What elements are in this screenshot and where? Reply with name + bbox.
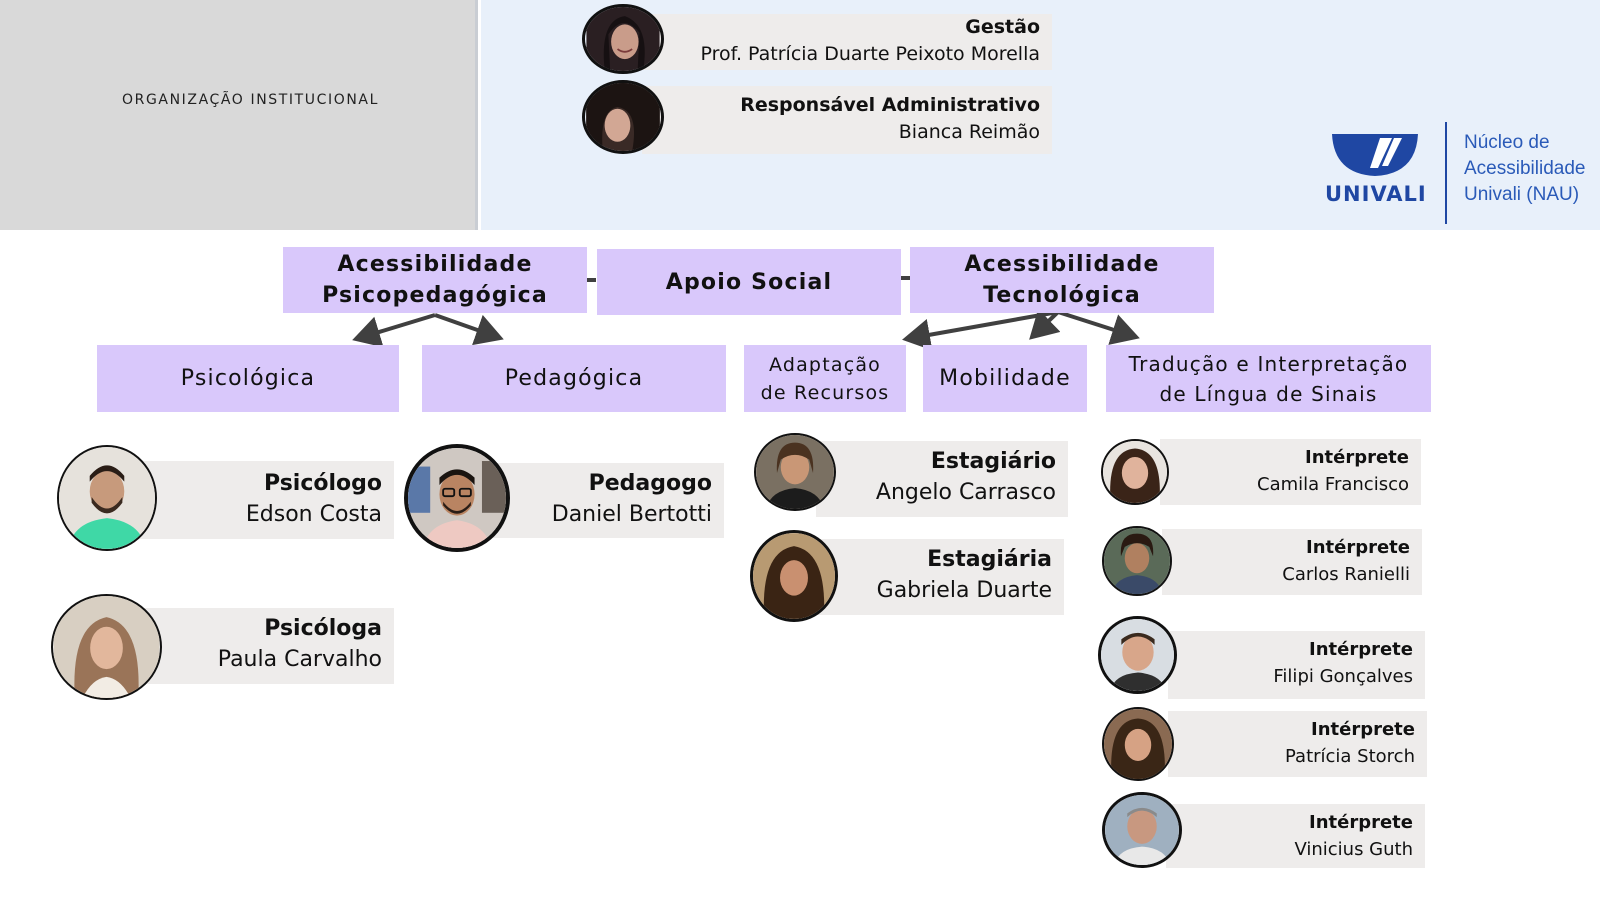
person-role: Intérprete — [1309, 812, 1413, 833]
logo-divider — [1445, 122, 1447, 224]
avatar-vinicius-guth — [1102, 792, 1182, 868]
person-role: Intérprete — [1311, 719, 1415, 740]
person-name: Angelo Carrasco — [875, 480, 1056, 505]
category-label: de Língua de Sinais — [1159, 381, 1378, 406]
category-label: Pedagógica — [504, 365, 644, 391]
category-label: de Recursos — [760, 381, 890, 404]
person-card-angelo-carrasco: Estagiário Angelo Carrasco — [816, 441, 1068, 517]
leader-role: Gestão — [965, 16, 1040, 38]
category-mobilidade: Mobilidade — [923, 345, 1087, 412]
nau-line-3: Univali (NAU) — [1464, 184, 1580, 205]
category-label: Psicológica — [180, 365, 316, 391]
leader-card-gestao: Gestão Prof. Patrícia Duarte Peixoto Mor… — [642, 14, 1052, 70]
avatar-filipi-goncalves — [1098, 616, 1177, 694]
person-name: Gabriela Duarte — [876, 578, 1052, 603]
person-card-paula-carvalho: Psicóloga Paula Carvalho — [118, 608, 394, 684]
nau-line-1: Núcleo de — [1464, 132, 1550, 153]
univali-emblem-icon — [1332, 134, 1418, 176]
category-apoio-social: Apoio Social — [597, 249, 901, 315]
person-card-filipi-goncalves: Intérprete Filipi Gonçalves — [1168, 631, 1425, 699]
person-card-edson-costa: Psicólogo Edson Costa — [118, 461, 394, 539]
category-label: Acessibilidade — [337, 252, 533, 277]
person-card-carlos-ranielli: Intérprete Carlos Ranielli — [1162, 529, 1422, 595]
avatar-patricia-storch — [1102, 707, 1174, 781]
avatar-patricia-morella — [582, 4, 664, 74]
person-role: Psicólogo — [263, 471, 382, 496]
category-label: Adaptação — [768, 353, 882, 376]
nau-line-2: Acessibilidade — [1464, 158, 1586, 179]
person-role: Intérprete — [1306, 537, 1410, 558]
person-role: Intérprete — [1309, 639, 1413, 660]
avatar-camila-francisco — [1101, 439, 1169, 505]
leader-name: Bianca Reimão — [898, 121, 1040, 143]
category-label: Mobilidade — [939, 365, 1071, 391]
person-role: Pedagogo — [588, 471, 712, 496]
avatar-edson-costa — [57, 445, 157, 551]
person-card-camila-francisco: Intérprete Camila Francisco — [1160, 439, 1421, 505]
category-psicologica: Psicológica — [97, 345, 399, 412]
univali-logo: UNIVALI Núcleo de Acessibilidade Univali… — [1320, 120, 1600, 230]
person-role: Estagiária — [927, 547, 1052, 572]
person-card-vinicius-guth: Intérprete Vinicius Guth — [1166, 804, 1425, 868]
leader-card-administrativo: Responsável Administrativo Bianca Reimão — [642, 86, 1052, 154]
category-label: Psicopedagógica — [322, 283, 548, 308]
person-role: Estagiário — [930, 449, 1056, 474]
category-adaptacao-recursos: Adaptação de Recursos — [744, 345, 906, 412]
person-name: Filipi Gonçalves — [1273, 666, 1413, 687]
person-name: Daniel Bertotti — [551, 502, 712, 527]
avatar-paula-carvalho — [51, 594, 162, 700]
header-left-panel: ORGANIZAÇÃO INSTITUCIONAL — [0, 0, 478, 230]
person-card-patricia-storch: Intérprete Patrícia Storch — [1168, 711, 1427, 777]
person-name: Carlos Ranielli — [1282, 564, 1410, 585]
category-traducao-libras: Tradução e Interpretação de Língua de Sin… — [1106, 345, 1431, 412]
arrow-connectors — [352, 308, 1140, 351]
person-name: Patrícia Storch — [1285, 746, 1415, 767]
avatar-angelo-carrasco — [754, 433, 836, 511]
person-role: Psicóloga — [264, 616, 382, 641]
category-label: Tecnológica — [983, 283, 1141, 308]
leader-role: Responsável Administrativo — [740, 94, 1040, 116]
person-name: Edson Costa — [245, 502, 382, 527]
page-title: ORGANIZAÇÃO INSTITUCIONAL — [122, 92, 380, 108]
nau-name: Núcleo de Acessibilidade Univali (NAU) — [1464, 130, 1585, 208]
person-name: Paula Carvalho — [217, 647, 382, 672]
avatar-daniel-bertotti — [404, 444, 510, 552]
avatar-gabriela-duarte — [750, 530, 838, 622]
avatar-bianca-reimao — [582, 80, 664, 154]
category-label: Apoio Social — [665, 269, 833, 295]
category-label: Tradução e Interpretação — [1128, 351, 1409, 376]
category-label: Acessibilidade — [964, 252, 1160, 277]
leader-name: Prof. Patrícia Duarte Peixoto Morella — [700, 43, 1040, 65]
person-name: Camila Francisco — [1257, 474, 1409, 495]
avatar-carlos-ranielli — [1102, 526, 1172, 596]
category-pedagogica: Pedagógica — [422, 345, 726, 412]
person-card-gabriela-duarte: Estagiária Gabriela Duarte — [812, 539, 1064, 615]
person-name: Vinicius Guth — [1294, 839, 1413, 860]
person-card-daniel-bertotti: Pedagogo Daniel Bertotti — [462, 463, 724, 538]
univali-wordmark: UNIVALI — [1325, 182, 1427, 206]
person-role: Intérprete — [1305, 447, 1409, 468]
